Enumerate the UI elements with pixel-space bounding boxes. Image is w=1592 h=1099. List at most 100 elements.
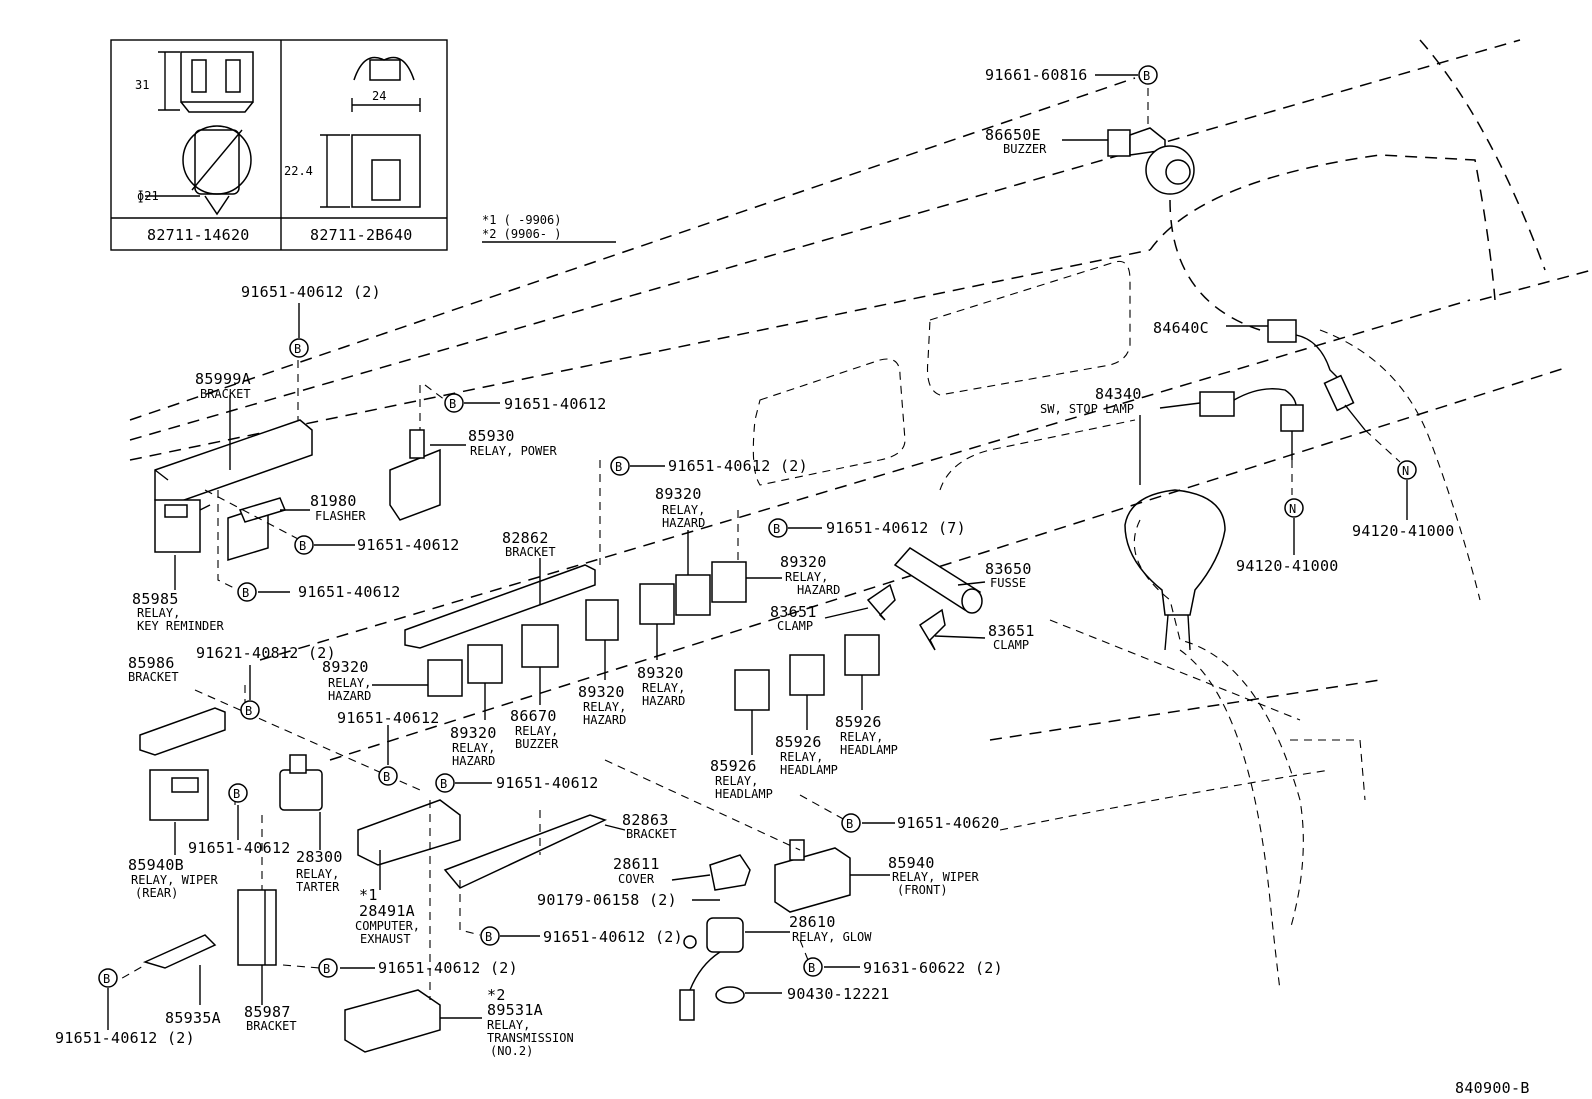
name-82862: BRACKET	[505, 545, 556, 559]
label-89320-d: 89320	[637, 664, 684, 682]
name-28300-b: TARTER	[296, 880, 340, 894]
inset-table: 31 ɸ21 24 22.4 82711-14620 82711-2B640	[110, 39, 448, 251]
relay-85940	[774, 839, 851, 913]
label-28610: 28610	[789, 913, 836, 931]
dim-31-label: 31	[135, 78, 149, 92]
label-85985: 85985	[132, 590, 179, 608]
label-83651-b: 83651	[988, 622, 1035, 640]
clamp-83651-b	[918, 608, 946, 651]
name-89320-d-b: HAZARD	[642, 694, 685, 708]
switch-84640c	[1267, 319, 1366, 431]
label-85999a: 85999A	[195, 370, 251, 388]
name-86670-b: BUZZER	[515, 737, 559, 751]
part-85935a	[142, 934, 217, 969]
relay-85985	[154, 499, 211, 553]
label-85926-c: 85926	[710, 757, 757, 775]
name-89320-r-b: HAZARD	[797, 583, 840, 597]
name-89531a-c: (NO.2)	[490, 1044, 533, 1058]
name-89320-top-a: RELAY,	[662, 503, 705, 517]
shift-knob	[1124, 489, 1226, 651]
name-85930: RELAY, POWER	[470, 444, 557, 458]
name-86670-a: RELAY,	[515, 724, 558, 738]
bolt-icon: B	[435, 773, 455, 793]
svg-text:B: B	[233, 787, 240, 801]
label-91651-7: 91651-40612 (7)	[826, 519, 966, 537]
bolt-icon: B	[803, 957, 823, 977]
bolt-icon: B	[318, 958, 338, 978]
label-81980: 81980	[310, 492, 357, 510]
clamp-83651-a	[866, 583, 896, 621]
bolt-icon: B	[1138, 65, 1158, 85]
bolt-icon: B	[768, 518, 788, 538]
name-85940-b: (FRONT)	[897, 883, 948, 897]
bracket-85986	[139, 707, 226, 756]
name-89320-l-a: RELAY,	[328, 676, 371, 690]
svg-text:B: B	[383, 770, 390, 784]
clip-drawing-left	[145, 51, 254, 216]
label-89531a: 89531A	[487, 1001, 543, 1019]
gasket-90430	[715, 986, 745, 1004]
relay-28610	[679, 917, 744, 1021]
label-28300: 28300	[296, 848, 343, 866]
label-91651-h: 91651-40620	[897, 814, 1000, 832]
name-85926-b-b: HEADLAMP	[780, 763, 838, 777]
nut-icon: N	[1397, 460, 1417, 480]
bolt-icon: B	[610, 456, 630, 476]
name-89320-l-b: HAZARD	[328, 689, 371, 703]
label-84640c: 84640C	[1153, 319, 1209, 337]
name-85940b-b: (REAR)	[135, 886, 178, 900]
label-91651-g: 91651-40612	[188, 839, 291, 857]
svg-text:B: B	[294, 342, 301, 356]
name-85999a: BRACKET	[200, 387, 251, 401]
label-90430: 90430-12221	[787, 985, 890, 1003]
label-91651-k: 91651-40612 (2)	[55, 1029, 195, 1047]
svg-text:B: B	[449, 397, 456, 411]
buzzer-86650e	[1107, 127, 1195, 195]
bolt-icon: B	[228, 783, 248, 803]
name-83651-b: CLAMP	[993, 638, 1029, 652]
name-28300-a: RELAY,	[296, 867, 339, 881]
name-85985-a: RELAY,	[137, 606, 180, 620]
name-89531a-b: TRANSMISSION	[487, 1031, 574, 1045]
cover-28611	[709, 854, 751, 891]
svg-text:B: B	[615, 460, 622, 474]
label-85926-b: 85926	[775, 733, 822, 751]
note-star2: *2 (9906- )	[482, 227, 561, 241]
name-89320-top-b: HAZARD	[662, 516, 705, 530]
label-91651-top: 91651-40612 (2)	[241, 283, 381, 301]
label-91651-b: 91651-40612 (2)	[668, 457, 808, 475]
name-85986: BRACKET	[128, 670, 179, 684]
computer-28491a	[357, 799, 461, 866]
label-89320-l: 89320	[322, 658, 369, 676]
name-81980: FLASHER	[315, 509, 366, 523]
svg-text:B: B	[1143, 69, 1150, 83]
label-89320-c: 89320	[578, 683, 625, 701]
name-89320-c-b: HAZARD	[583, 713, 626, 727]
dim-224-label: 22.4	[284, 164, 313, 178]
inset-left-part-number: 82711-14620	[147, 226, 250, 244]
label-91621: 91621-40812 (2)	[196, 644, 336, 662]
svg-text:B: B	[808, 961, 815, 975]
bracket-85999a	[154, 419, 313, 506]
note-star1: *1 ( -9906)	[482, 213, 561, 227]
name-86650e: BUZZER	[1003, 142, 1047, 156]
label-star1: *1	[359, 886, 378, 904]
name-89531a-a: RELAY,	[487, 1018, 530, 1032]
label-91651-a: 91651-40612	[504, 395, 607, 413]
label-83651-a: 83651	[770, 603, 817, 621]
name-85940b-a: RELAY, WIPER	[131, 873, 218, 887]
label-83650: 83650	[985, 560, 1032, 578]
label-85940b: 85940B	[128, 856, 184, 874]
bolt-icon: B	[289, 338, 309, 358]
nut-icon: N	[1284, 498, 1304, 518]
name-85926-b-a: RELAY,	[780, 750, 823, 764]
svg-text:N: N	[1289, 502, 1296, 516]
svg-text:B: B	[242, 586, 249, 600]
relay-85940b	[149, 769, 209, 821]
label-82863: 82863	[622, 811, 669, 829]
bolt-icon: B	[98, 968, 118, 988]
label-91661-60816: 91661-60816	[985, 66, 1088, 84]
switch-84340	[1199, 388, 1304, 460]
name-85987: BRACKET	[246, 1019, 297, 1033]
dim-24-label: 24	[372, 89, 386, 103]
